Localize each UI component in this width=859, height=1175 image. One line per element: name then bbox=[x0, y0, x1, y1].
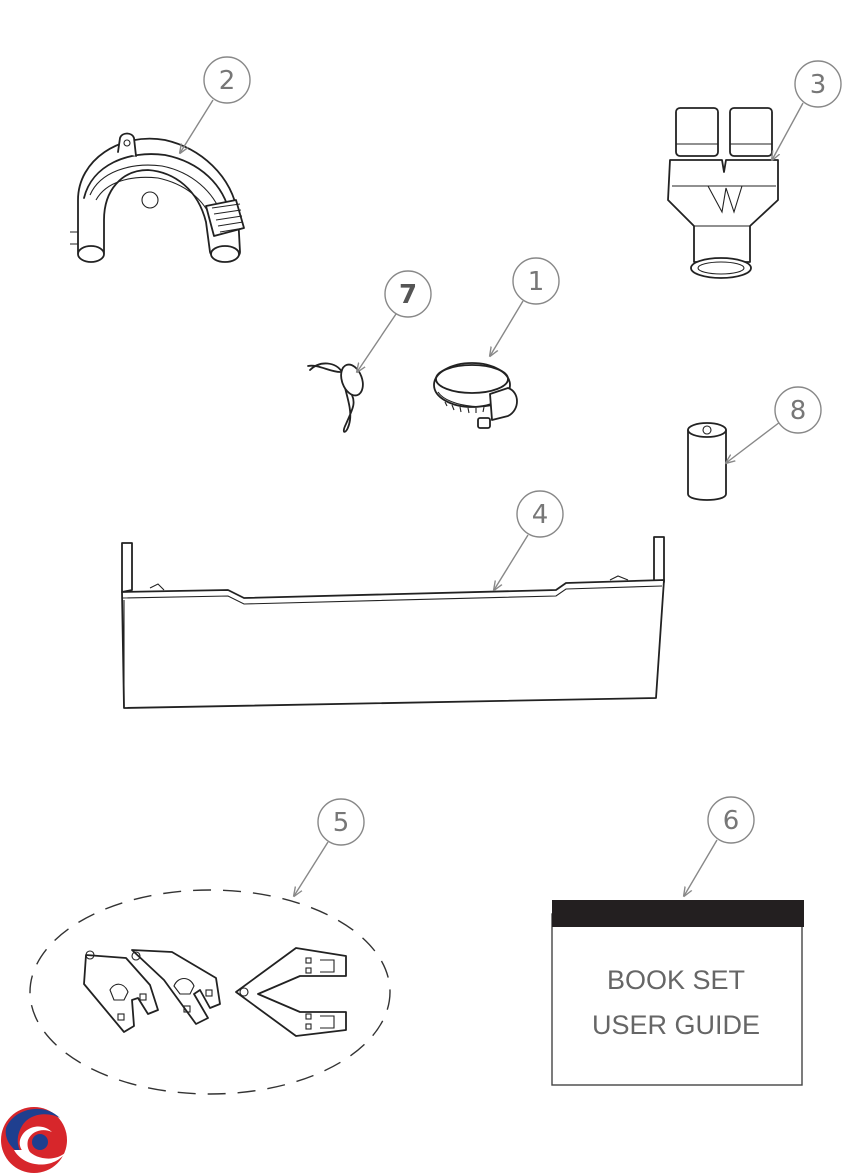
callout-8-label: 8 bbox=[790, 396, 807, 426]
brand-logo-icon bbox=[1, 1107, 67, 1173]
book-body bbox=[551, 913, 803, 1086]
callout-8: 8 bbox=[726, 386, 822, 463]
callout-3: 3 bbox=[772, 60, 842, 160]
book-title-line1: BOOK SET bbox=[607, 965, 745, 995]
part-4-panel bbox=[121, 536, 665, 709]
book-title-line2: USER GUIDE bbox=[592, 1010, 760, 1040]
callout-5: 5 bbox=[294, 798, 365, 896]
part-3-y-adaptor bbox=[667, 107, 779, 279]
callout-7-label: 7 bbox=[399, 280, 417, 310]
part-1-hose-clamp bbox=[433, 362, 518, 429]
part-6-book-set: BOOK SET USER GUIDE bbox=[551, 900, 804, 1086]
callout-7: 7 bbox=[357, 270, 432, 372]
callout-4: 4 bbox=[494, 490, 564, 590]
callout-5-label: 5 bbox=[333, 808, 350, 838]
part-7-lanyard bbox=[307, 362, 364, 433]
part-5-brackets bbox=[29, 889, 391, 1095]
callout-3-label: 3 bbox=[810, 70, 827, 100]
part-8-spacer bbox=[687, 422, 727, 501]
part-2-clamp bbox=[70, 132, 245, 263]
book-header-bar bbox=[552, 900, 804, 927]
callout-4-label: 4 bbox=[532, 500, 549, 530]
callout-1: 1 bbox=[490, 257, 560, 356]
callout-1-label: 1 bbox=[528, 267, 545, 297]
callout-2: 2 bbox=[180, 56, 251, 153]
callout-6-label: 6 bbox=[723, 806, 740, 836]
callout-2-label: 2 bbox=[219, 66, 236, 96]
callout-6: 6 bbox=[684, 796, 755, 896]
